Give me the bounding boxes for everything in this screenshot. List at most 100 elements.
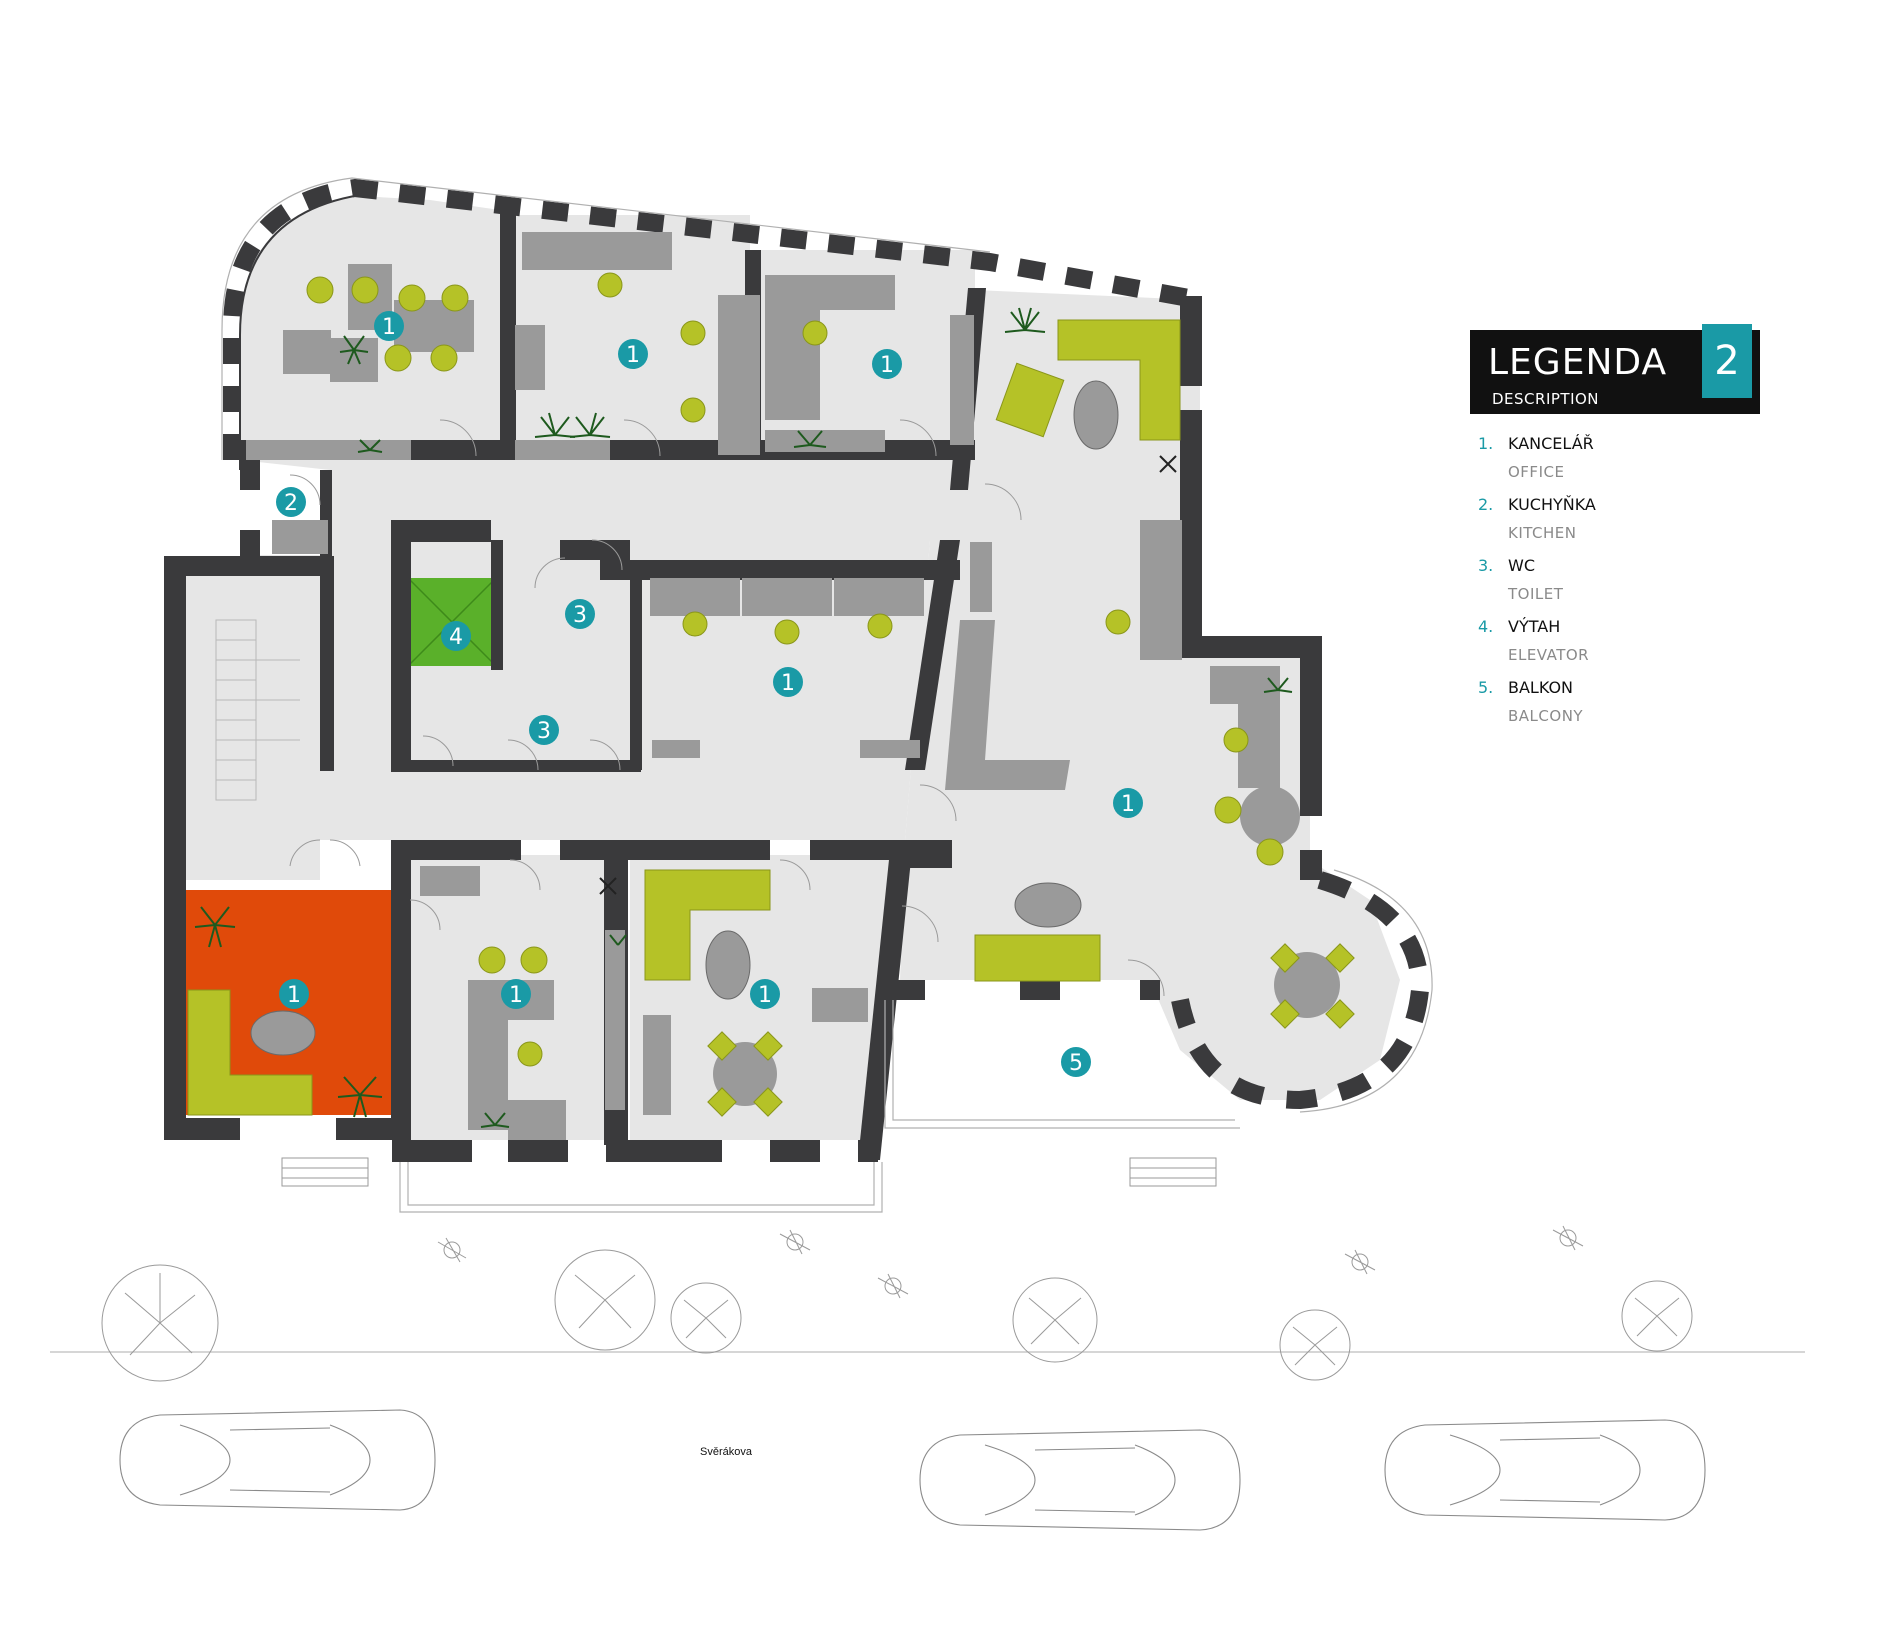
legend-list: 1. KANCELÁŘ OFFICE 2. KUCHYŇKA KITCHEN 3…	[1470, 434, 1760, 739]
desk	[515, 440, 610, 460]
room-marker-label: 4	[449, 625, 463, 650]
plants	[194, 307, 1293, 1128]
person-icon	[1351, 1253, 1369, 1271]
legend-item-name: BALKON	[1508, 678, 1574, 697]
desk	[765, 275, 895, 310]
legend-item-translation: ELEVATOR	[1508, 646, 1590, 664]
sofa	[974, 934, 1101, 982]
floor-badge: 2	[1702, 324, 1752, 398]
desk	[1140, 520, 1182, 660]
legend-item-office: 1. KANCELÁŘ OFFICE	[1470, 434, 1760, 495]
person-icon	[786, 1233, 804, 1251]
balcony	[399, 1000, 1240, 1213]
room-marker	[276, 487, 306, 517]
car-icon	[1384, 1419, 1706, 1521]
desk	[742, 578, 832, 616]
room-marker-label: 1	[880, 353, 894, 378]
desk	[650, 578, 740, 616]
desk	[834, 578, 924, 616]
room-marker	[279, 979, 309, 1009]
room-marker	[872, 349, 902, 379]
cars	[119, 1409, 1706, 1531]
round-table	[1274, 952, 1340, 1018]
desk	[765, 430, 885, 452]
room-markers: 1 1 1 2 3 3 4 1 1 1 1 1 5	[276, 311, 1143, 1077]
desk	[522, 232, 672, 270]
room-marker	[750, 979, 780, 1009]
legend-item-translation: TOILET	[1508, 585, 1564, 603]
room-marker-label: 1	[626, 343, 640, 368]
desk	[508, 1100, 566, 1140]
legend-item-translation: BALCONY	[1508, 707, 1584, 725]
desk	[283, 330, 331, 374]
sink	[812, 988, 868, 1022]
tree-icon	[101, 1264, 219, 1382]
round-table	[713, 1042, 777, 1106]
doors	[289, 419, 1165, 997]
room-marker	[529, 715, 559, 745]
coffee-tables	[250, 380, 1119, 1056]
legend-item-name: KUCHYŇKA	[1508, 495, 1596, 514]
wardrobe	[643, 1015, 671, 1115]
shelf	[950, 315, 974, 445]
room-marker-label: 3	[573, 603, 587, 628]
legend-item-number: 5.	[1478, 678, 1494, 697]
room-marker	[618, 339, 648, 369]
trees	[101, 1249, 1693, 1382]
room-marker	[773, 667, 803, 697]
shelf	[605, 930, 625, 1110]
room-marker	[1061, 1047, 1091, 1077]
round-table	[1240, 786, 1300, 846]
tree-icon	[1012, 1277, 1098, 1363]
legend-item-name: VÝTAH	[1508, 617, 1561, 636]
room-marker-label: 1	[781, 671, 795, 696]
room-marker-label: 2	[284, 491, 298, 516]
desk	[468, 1020, 508, 1130]
lime-furniture	[187, 272, 1355, 1117]
room-marker-label: 1	[287, 983, 301, 1008]
window-walls	[221, 177, 1433, 1113]
pedestrians	[437, 1225, 1584, 1299]
tree-icon	[670, 1282, 742, 1354]
room-marker-label: 1	[1121, 792, 1135, 817]
legend-item-translation: OFFICE	[1508, 463, 1565, 481]
room-marker-label: 1	[758, 983, 772, 1008]
desk	[718, 295, 760, 455]
room-marker-label: 5	[1069, 1051, 1083, 1076]
room-marker-label: 1	[382, 315, 396, 340]
tree-icon	[554, 1249, 656, 1351]
shelf	[970, 542, 992, 612]
person-icon	[443, 1241, 461, 1259]
legend-item-name: WC	[1508, 556, 1535, 575]
furniture	[246, 232, 1340, 1140]
sofa	[644, 869, 771, 981]
room-marker	[1113, 788, 1143, 818]
desk	[330, 338, 378, 382]
person-icon	[884, 1277, 902, 1295]
staircase	[215, 619, 300, 801]
legend-title: LEGENDA	[1488, 342, 1668, 383]
car-icon	[119, 1409, 436, 1511]
desk	[246, 440, 411, 460]
tree-icon	[1279, 1309, 1351, 1381]
legend-item-translation: KITCHEN	[1508, 524, 1577, 542]
desk	[420, 866, 480, 896]
room-marker	[441, 621, 471, 651]
legend-item-toilet: 3. WC TOILET	[1470, 556, 1760, 617]
legend-item-number: 2.	[1478, 495, 1494, 514]
shelf	[860, 740, 920, 758]
legend-item-elevator: 4. VÝTAH ELEVATOR	[1470, 617, 1760, 678]
car-icon	[919, 1429, 1241, 1531]
person-icon	[1559, 1229, 1577, 1247]
street-name: Svěrákova	[700, 1446, 753, 1458]
desk	[515, 325, 545, 390]
armchair	[995, 362, 1065, 438]
sofa	[187, 989, 313, 1116]
room-marker	[374, 311, 404, 341]
room-marker-label: 3	[537, 719, 551, 744]
sofa	[1057, 319, 1181, 441]
desk	[1210, 666, 1280, 704]
room-marker-label: 1	[509, 983, 523, 1008]
tree-icon	[1621, 1280, 1693, 1352]
